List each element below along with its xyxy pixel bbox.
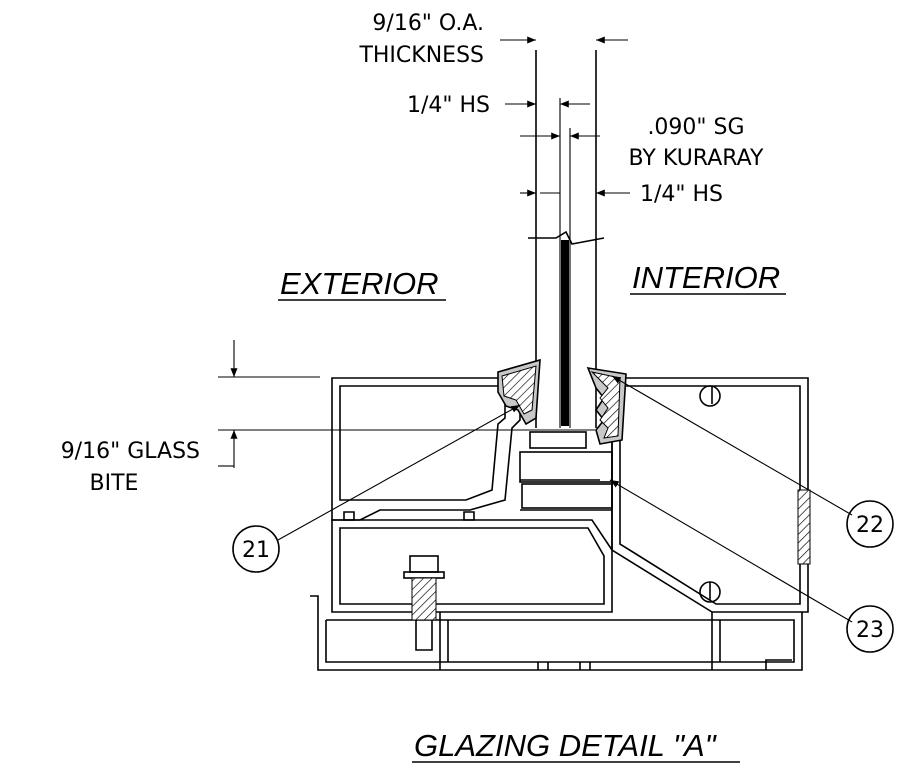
- anchor-bolt: [403, 555, 445, 651]
- exterior-label: EXTERIOR: [280, 266, 438, 301]
- sg-label-line1: .090" SG: [647, 115, 744, 140]
- interior-label: INTERIOR: [632, 260, 780, 295]
- dimension-lines: [500, 36, 630, 197]
- glass-bite-label-line1: 9/16" GLASS: [61, 439, 200, 464]
- exterior-gasket: [497, 358, 541, 426]
- callout-21-number: 21: [242, 538, 270, 563]
- callout-21: 21: [232, 525, 280, 573]
- oa-thickness-label-line1: 9/16" O.A.: [372, 11, 484, 36]
- sg-label-line2: BY KURARAY: [629, 146, 764, 171]
- setting-block: [519, 431, 613, 509]
- hs-bottom-label: 1/4" HS: [640, 182, 723, 207]
- callout-23: 23: [846, 605, 894, 653]
- hs-top-label: 1/4" HS: [407, 93, 490, 118]
- callout-23-number: 23: [856, 618, 884, 643]
- side-sealant: [797, 489, 811, 565]
- oa-thickness-label-line2: THICKNESS: [358, 43, 484, 68]
- aluminum-frame: [310, 377, 809, 671]
- callout-22-number: 22: [856, 513, 884, 538]
- drawing-title: GLAZING DETAIL "A": [414, 728, 718, 763]
- interior-gasket: [586, 366, 627, 445]
- leader-lines: [277, 375, 853, 623]
- glass-bite-label-line2: BITE: [90, 471, 139, 496]
- glass-break-line: [528, 230, 605, 245]
- sg-interlayer: [561, 240, 569, 426]
- glass-bite-dimension: [218, 340, 595, 468]
- callout-22: 22: [846, 500, 894, 548]
